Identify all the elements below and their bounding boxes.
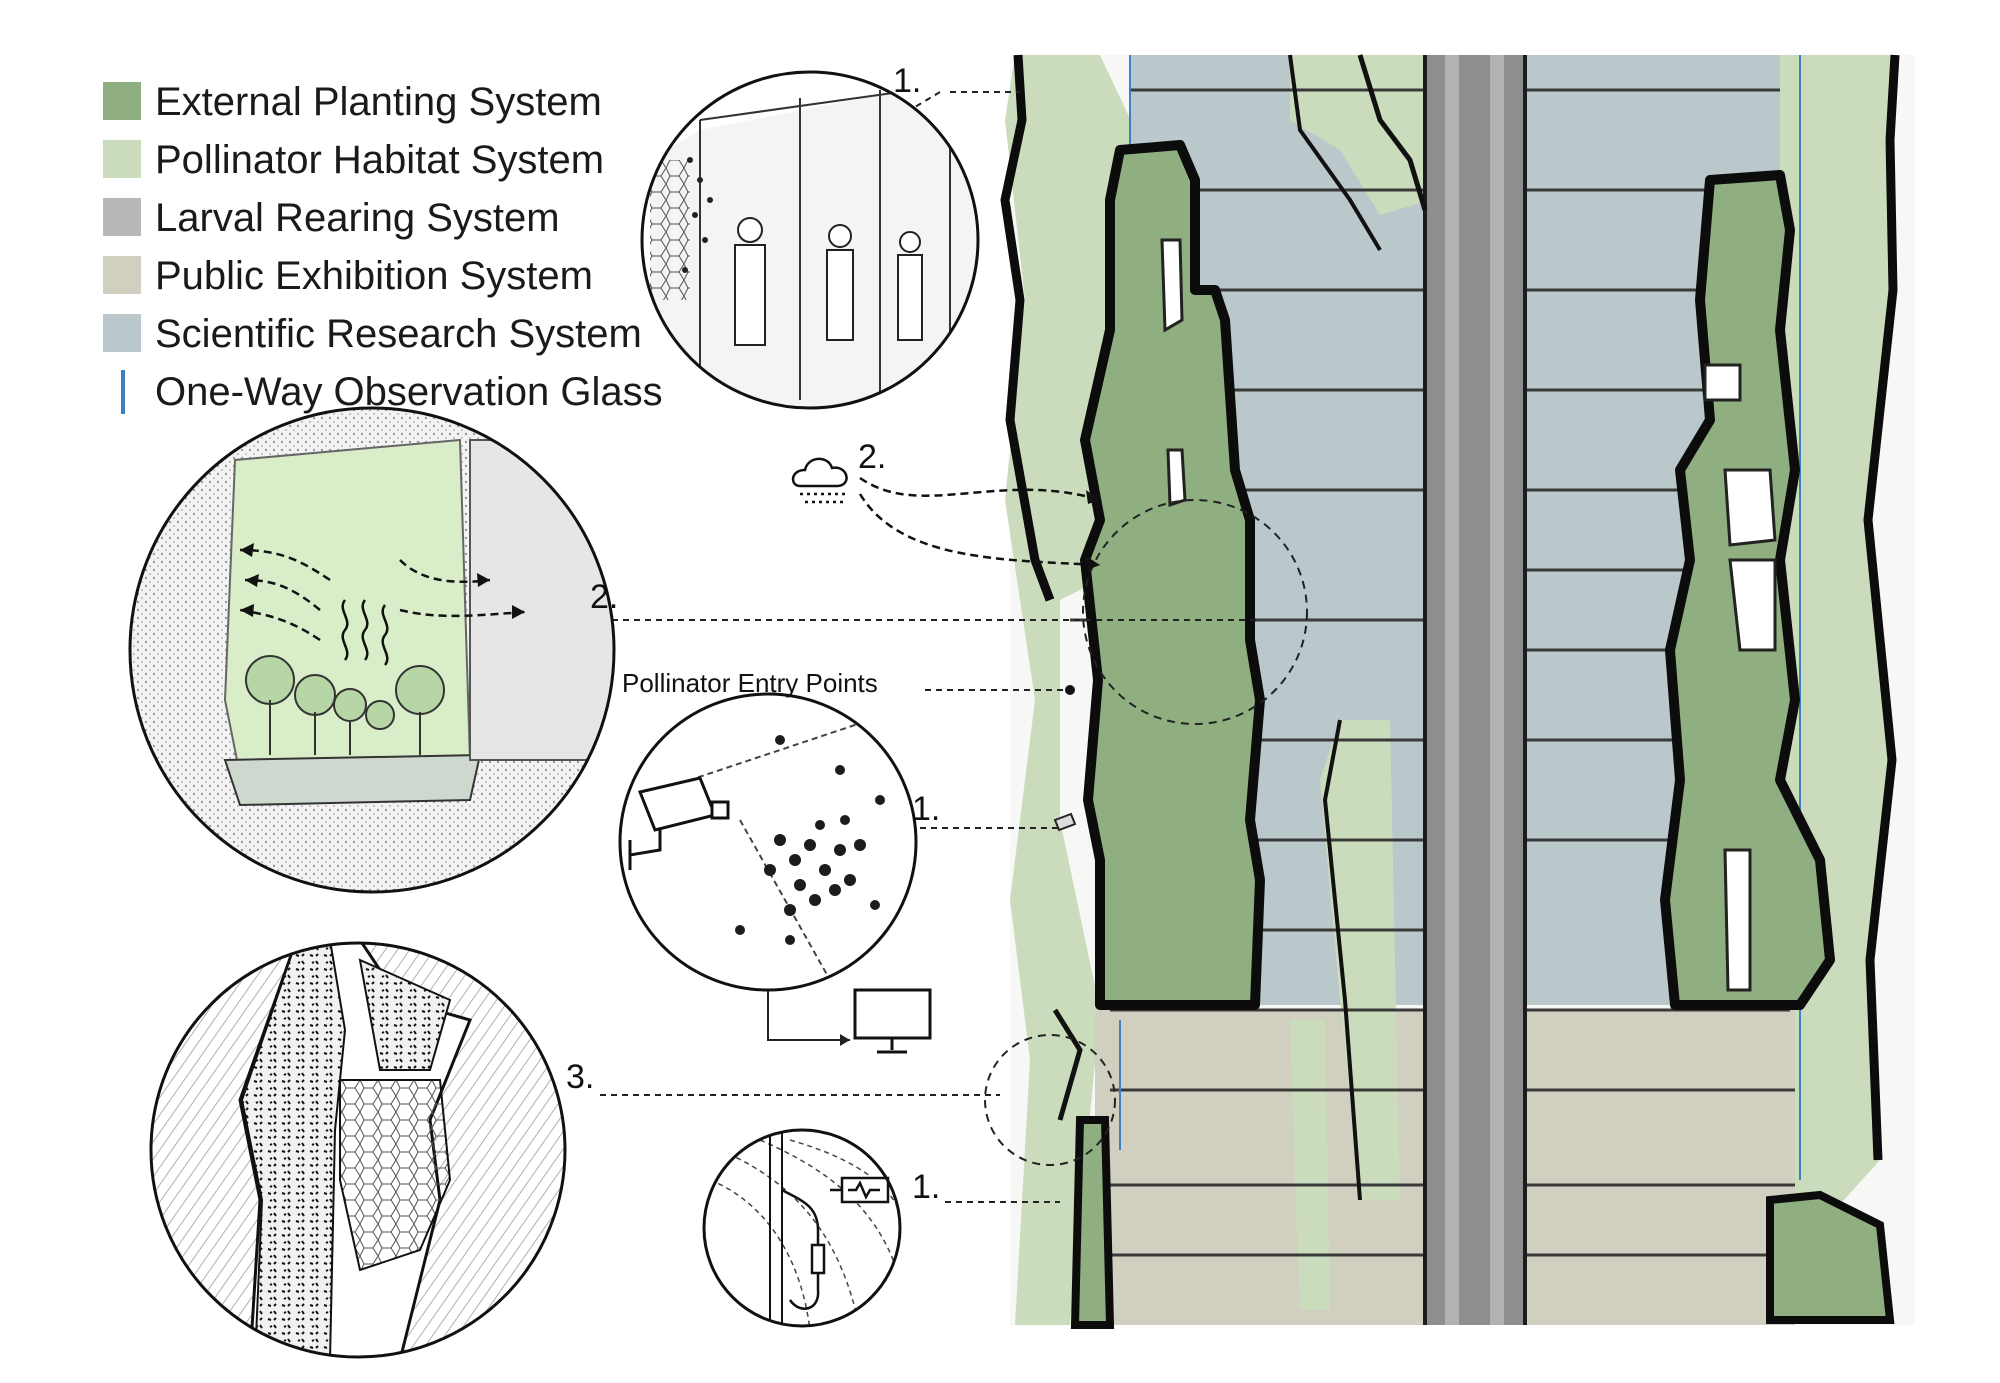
callout-camera-number: 1. [912,790,941,828]
callout-lab-number: 1. [893,62,922,100]
legend-line-swatch [121,370,125,414]
legend-label: External Planting System [155,80,602,124]
weather-arrows [858,476,1101,567]
tower-camera-marker [1053,812,1077,832]
comb-focus-ring [984,1034,1116,1166]
external-planting-lower-right [1766,1190,1895,1324]
entry-points-label: Pollinator Entry Points [622,668,878,698]
cloud-rain-icon [791,457,848,504]
legend-swatch [103,198,141,236]
central-core [1425,55,1525,1325]
external-planting-left [1080,140,1265,1010]
airflow-focus-ring [1082,499,1308,725]
lab-observation-view [640,70,980,410]
legend-label: Public Exhibition System [155,254,593,298]
callout-airflow-icon-number: 2. [858,438,887,476]
tower-section [984,54,1915,1329]
legend-label: Larval Rearing System [155,196,560,240]
legend-swatch [103,82,141,120]
comb-cavity-view [149,941,567,1359]
legend-label: One-Way Observation Glass [155,370,663,414]
exhibition-block-right [1525,1010,1795,1325]
legend-swatch [103,140,141,178]
airflow-habitat-view [128,406,616,894]
bee-swarm [735,735,885,945]
legend-label: Pollinator Habitat System [155,138,605,182]
pollinator-habitat-mid-left [1290,55,1430,215]
legend-swatch [103,314,141,352]
monitor-icon [853,988,932,1054]
callout-airflow-view-number: 2. [590,578,619,616]
entry-point-dot [1065,685,1075,695]
pollinator-habitat-lower-left [1290,1020,1330,1310]
callout-sensor-number: 1. [912,1168,941,1206]
camera-monitoring-view [618,692,918,992]
leader-lines [590,91,1260,1203]
legend-swatch [103,256,141,294]
callout-comb-number: 3. [566,1058,595,1096]
legend-label: Scientific Research System [155,312,642,356]
sensor-probe-icon [781,1176,890,1310]
external-planting-lower-left [1070,1116,1115,1329]
sensor-view [702,1128,902,1328]
security-camera-icon [628,776,730,870]
